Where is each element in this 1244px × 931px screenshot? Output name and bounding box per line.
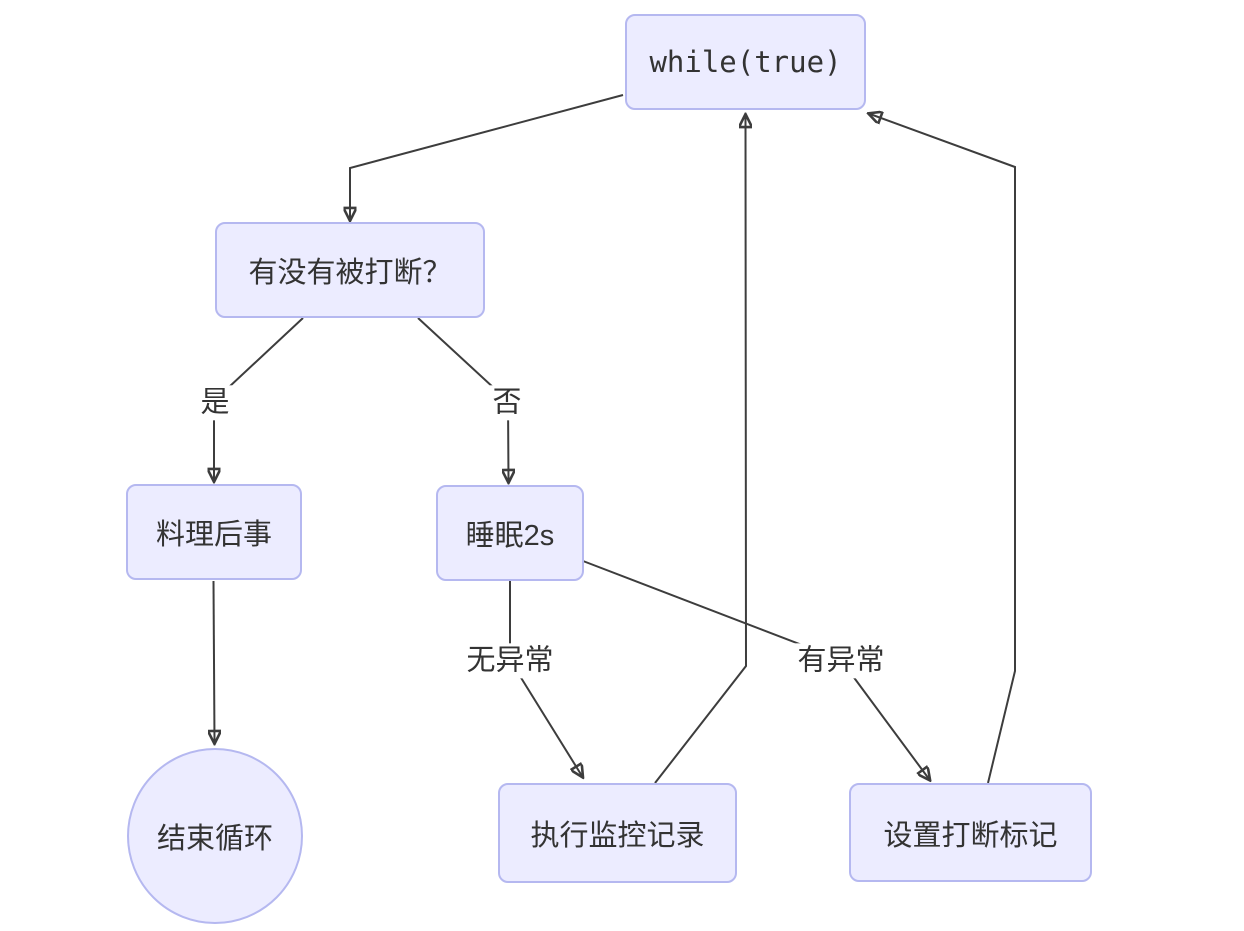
node-cleanup: 料理后事 [126,484,302,580]
edge-label-yes: 是 [194,385,236,421]
node-while-true: while(true) [625,14,866,110]
node-interrupted-question: 有没有被打断？ [215,222,485,318]
node-set-interrupt-flag: 设置打断标记 [849,783,1092,882]
node-run-monitor-record: 执行监控记录 [498,783,737,883]
edge-setflag-to-while [870,114,1016,784]
node-sleep-2s: 睡眠2s [436,485,584,581]
node-end-loop: 结束循环 [127,748,303,924]
edge-while-to-question [350,94,624,219]
edge-label-has-exception: 有异常 [791,643,891,679]
edge-label-no-exception: 无异常 [460,643,560,679]
edge-cleanup-to-endloop [214,580,215,742]
edge-monitor-to-while [654,116,746,784]
edge-label-no: 否 [486,385,528,421]
